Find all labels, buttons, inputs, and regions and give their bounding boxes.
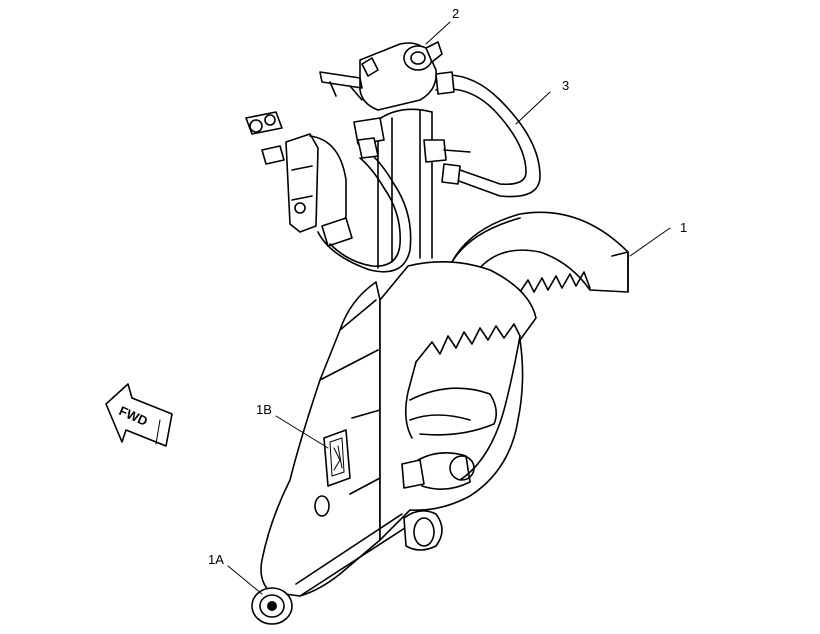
leader-line-3 <box>515 91 551 125</box>
main-frame <box>251 261 537 625</box>
hose-loop-lower <box>317 117 412 273</box>
leader-line-2 <box>425 21 451 45</box>
valve-block-left <box>245 111 353 247</box>
hose-part-3 <box>423 71 541 198</box>
decal-part-1b <box>323 429 351 487</box>
callout-1b: 1B <box>256 402 272 417</box>
leader-line-1a <box>227 565 263 595</box>
leader-line-1 <box>629 227 671 257</box>
valve-part-2 <box>319 41 443 111</box>
callout-1: 1 <box>680 220 687 235</box>
forward-direction-arrow: FWD <box>105 383 173 447</box>
leader-line-1b <box>275 415 329 449</box>
callout-1a: 1A <box>208 552 224 567</box>
valve-hose-assembly <box>245 41 541 273</box>
pivot-pin-part-1a <box>251 587 293 625</box>
callout-2: 2 <box>452 6 459 21</box>
callout-3: 3 <box>562 78 569 93</box>
